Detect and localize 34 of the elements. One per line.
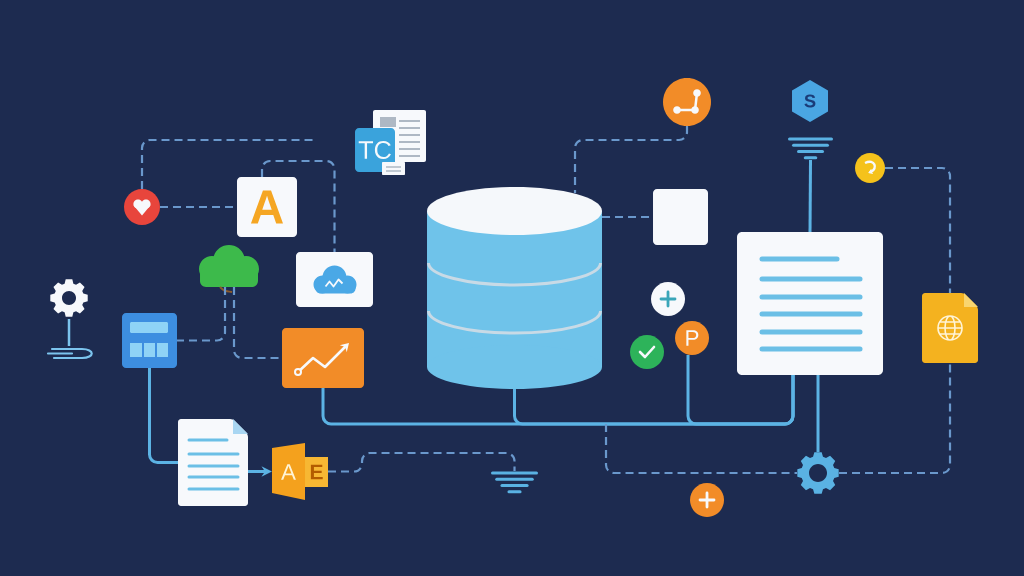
chart-icon	[282, 328, 364, 388]
letter-badge: P	[675, 321, 709, 355]
plus-icon	[651, 282, 685, 316]
connector-line	[808, 160, 812, 232]
share-icon	[663, 78, 711, 126]
connector-line	[686, 355, 795, 426]
document-card	[737, 232, 883, 375]
cloud-icon	[199, 245, 259, 293]
hexagon-badge: S	[792, 80, 828, 122]
plus-icon	[690, 483, 724, 517]
dashed-line	[839, 363, 952, 475]
letter-tile: TC	[355, 128, 405, 175]
connector-line	[148, 368, 178, 464]
calculator-icon	[122, 313, 177, 368]
letter-tile: E	[305, 457, 328, 487]
dashed-line	[177, 287, 227, 342]
document-icon	[178, 419, 248, 506]
dashed-line	[604, 424, 797, 475]
check-icon	[630, 335, 664, 369]
gear-icon	[797, 452, 839, 494]
dashed-line	[260, 159, 336, 252]
connector-line	[816, 375, 820, 452]
dashed-line	[328, 451, 516, 473]
ground-symbol	[491, 471, 538, 494]
ground-symbol	[788, 137, 833, 160]
app-tile	[653, 189, 708, 245]
database-cylinder	[427, 187, 602, 389]
dashed-line	[885, 166, 952, 293]
dashed-line	[232, 287, 282, 360]
letter-tile: A	[272, 443, 305, 500]
letter-tile: A	[237, 177, 297, 237]
gear-icon	[50, 279, 88, 317]
file-icon	[922, 293, 978, 363]
cloud-icon	[296, 252, 373, 307]
